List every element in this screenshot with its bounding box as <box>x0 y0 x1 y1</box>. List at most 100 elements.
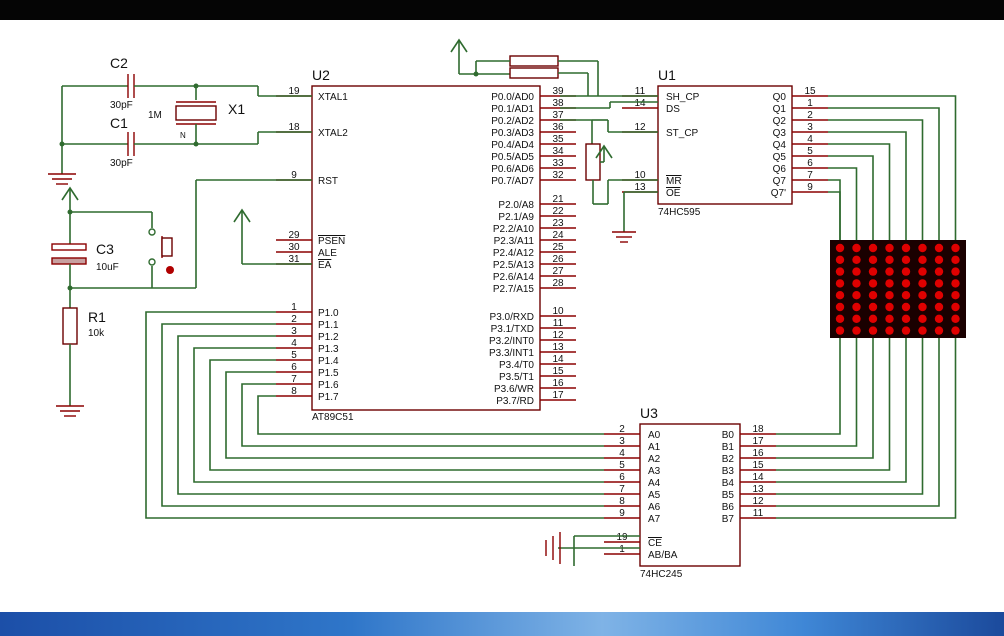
led-matrix[interactable] <box>830 240 966 338</box>
u2-pin-number: 1 <box>291 302 297 313</box>
chip-u2[interactable]: U2 AT89C51 19XTAL118XTAL29RST29PSEN30ALE… <box>276 67 576 423</box>
u3-pin-name: A4 <box>648 478 661 489</box>
led-dot <box>951 255 960 264</box>
u3-pin-name: A3 <box>648 466 661 477</box>
u2-pin-name: ALE <box>318 248 337 259</box>
led-dot <box>918 267 927 276</box>
led-dot <box>934 314 944 323</box>
u2-pin-name: P2.4/A12 <box>493 248 535 259</box>
u3-pin-number: 3 <box>619 436 625 447</box>
u2-pin-name: P2.5/A13 <box>493 260 535 271</box>
u1-pin-number: 11 <box>635 86 646 97</box>
u3-pin-number: 7 <box>619 484 625 495</box>
u2-pin-number: 38 <box>552 98 564 109</box>
u3-pin-name: A7 <box>648 514 661 525</box>
led-dot <box>934 326 944 335</box>
u1-pin-name: Q7 <box>773 176 787 187</box>
u2-pin-name: P2.1/A9 <box>498 212 534 223</box>
u1-pin-number: 2 <box>807 110 813 121</box>
r1-resistor <box>62 307 78 345</box>
u3-pin-name: B7 <box>722 514 735 525</box>
u2-pin-name: P2.6/A14 <box>493 272 535 283</box>
u2-pin-name: P0.3/AD3 <box>491 128 534 139</box>
u2-pin-number: 18 <box>288 122 300 133</box>
u1-pin-number: 5 <box>807 146 813 157</box>
u1-pin-number: 13 <box>634 182 646 193</box>
u1-pin-name: OE <box>666 188 681 199</box>
potentiometer <box>585 143 601 181</box>
u2-pin-name: XTAL2 <box>318 128 348 139</box>
led-dot <box>835 267 845 276</box>
led-dot <box>901 243 911 253</box>
u3-pin-number: 13 <box>752 484 764 495</box>
led-dot <box>835 302 845 312</box>
u2-pin-name: P3.6/WR <box>494 384 534 395</box>
led-dot <box>852 267 861 276</box>
chip-u3[interactable]: U3 74HC245 2A03A14A25A36A47A58A69A719CE1… <box>604 405 776 580</box>
u1-pin-name: DS <box>666 104 680 115</box>
led-dot <box>868 314 878 323</box>
led-dot <box>885 255 894 264</box>
u2-pin-number: 7 <box>291 374 297 385</box>
led-dot <box>868 243 878 253</box>
u3-pin-name: B6 <box>722 502 735 513</box>
led-dot <box>885 279 894 288</box>
led-dot <box>918 314 927 323</box>
u1-pin-number: 3 <box>807 122 813 133</box>
led-dot <box>868 302 878 312</box>
c2-ref: C2 <box>110 55 128 71</box>
u2-pin-number: 37 <box>552 110 564 121</box>
u2-pin-name: P0.5/AD5 <box>491 152 534 163</box>
x1-pin-label: N <box>180 131 186 140</box>
u1-to-matrix-wires <box>828 95 957 240</box>
u2-pin-name: EA <box>318 260 332 271</box>
reset-button[interactable] <box>161 237 173 257</box>
r1-value: 10k <box>88 328 105 339</box>
c3-plate-b <box>51 257 87 265</box>
u2-pin-name: P1.3 <box>318 344 339 355</box>
bottom-gradient-bar <box>0 612 1004 636</box>
led-dot <box>934 255 944 264</box>
led-dot <box>918 243 927 253</box>
c1-value: 30pF <box>110 158 133 169</box>
u3-to-matrix-wires <box>776 338 957 519</box>
reset-button-knob <box>166 266 174 274</box>
u2-pin-number: 39 <box>552 86 564 97</box>
led-dot <box>852 314 861 323</box>
u1-pin-name: Q5 <box>773 152 787 163</box>
u2-pin-name: P0.1/AD1 <box>491 104 534 115</box>
led-dot <box>835 326 845 335</box>
u1-pin-number: 14 <box>634 98 646 109</box>
led-dot <box>951 243 960 253</box>
led-dot <box>951 302 960 312</box>
reset-button-contact-a <box>148 228 156 236</box>
u2-pin-number: 3 <box>291 326 297 337</box>
u2-pin-number: 5 <box>291 350 297 361</box>
u3-pin-name: A2 <box>648 454 661 465</box>
u2-body <box>311 85 541 411</box>
led-dot <box>868 255 878 264</box>
u3-pin-number: 6 <box>619 472 625 483</box>
u2-pin-name: P2.3/A11 <box>494 236 535 247</box>
u2-pin-name: P1.2 <box>318 332 339 343</box>
led-dot <box>951 314 960 323</box>
u2-pin-number: 19 <box>288 86 300 97</box>
u2-pin-number: 26 <box>552 254 564 265</box>
u1-pin-name: ST_CP <box>666 128 699 139</box>
u2-pin-number: 11 <box>553 318 564 329</box>
led-dot <box>852 302 861 312</box>
u1-pin-number: 9 <box>807 182 813 193</box>
u2-pin-name: P3.1/TXD <box>491 324 534 335</box>
u2-pin-number: 30 <box>288 242 300 253</box>
led-dot <box>868 279 878 288</box>
led-dot <box>951 279 960 288</box>
ea-power <box>233 208 312 265</box>
u1-pin-name: Q4 <box>773 140 787 151</box>
led-dot <box>934 279 944 288</box>
led-dot <box>951 326 960 335</box>
u2-ref: U2 <box>312 67 330 83</box>
u3-pin-number: 16 <box>752 448 764 459</box>
led-dot <box>918 279 927 288</box>
